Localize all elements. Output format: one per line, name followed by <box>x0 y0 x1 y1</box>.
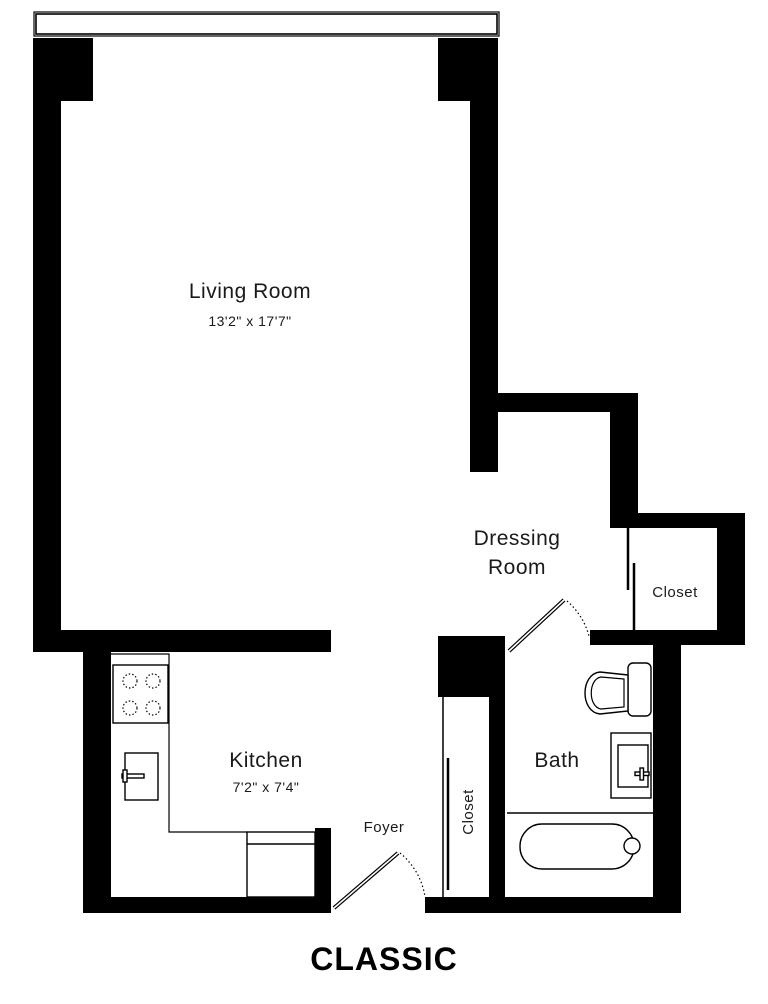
foyer-closet-doors[interactable] <box>442 697 450 897</box>
window <box>33 11 500 37</box>
dressing-room-label-line2: Room <box>488 556 546 579</box>
kitchen-sink-icon <box>121 752 159 801</box>
dressing-closet-doors[interactable] <box>626 525 636 630</box>
living-room-label: Living Room <box>189 280 311 303</box>
toilet-icon <box>584 662 652 717</box>
walls <box>33 38 745 913</box>
entry-door[interactable] <box>332 851 426 910</box>
dressing-room-label-line1: Dressing <box>474 527 561 550</box>
foyer-closet-label: Closet <box>460 789 477 835</box>
dressing-closet-label: Closet <box>652 584 698 601</box>
bathroom-sink-icon <box>610 732 652 799</box>
living-room-dimensions: 13'2" x 17'7" <box>208 313 291 329</box>
stove-icon <box>112 664 169 724</box>
plan-title: CLASSIC <box>310 941 457 977</box>
kitchen-dimensions: 7'2" x 7'4" <box>233 779 300 795</box>
foyer-label: Foyer <box>364 819 405 836</box>
refrigerator-icon <box>246 831 316 898</box>
kitchen-counter <box>111 653 247 833</box>
bathtub-icon <box>507 812 653 870</box>
bath-door[interactable] <box>507 598 590 653</box>
bath-label: Bath <box>534 749 579 772</box>
kitchen-label: Kitchen <box>229 749 303 772</box>
